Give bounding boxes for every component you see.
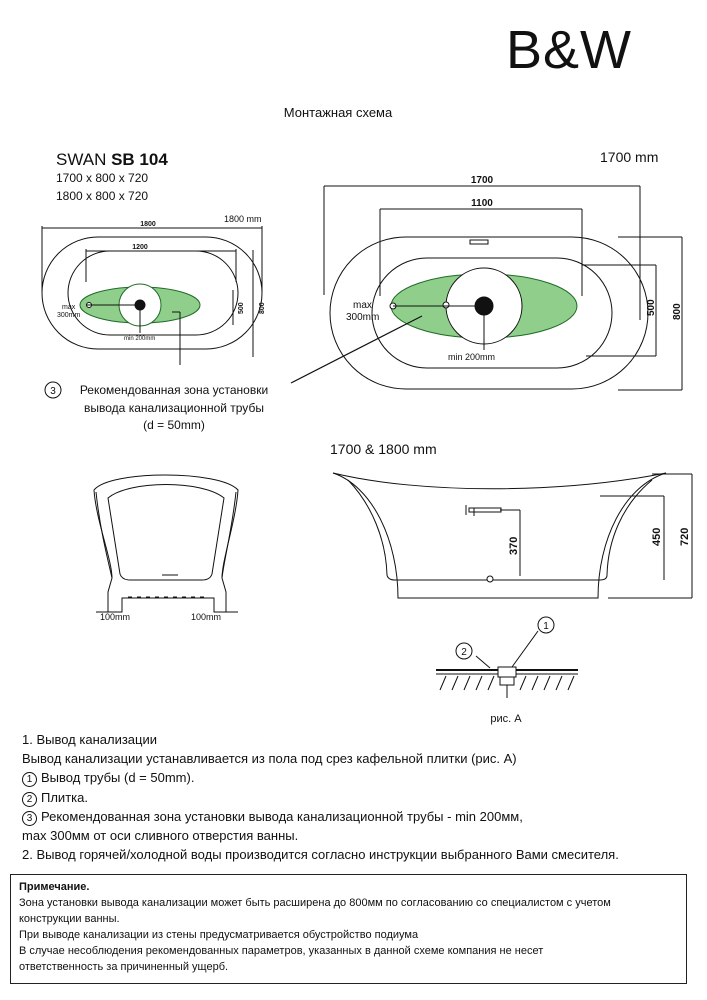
small-dim-800: 800 [259, 302, 266, 314]
large-min-label: min 200mm [448, 352, 495, 362]
callout-line-1: Рекомендованная зона установки [80, 383, 268, 397]
side-view [332, 472, 693, 599]
side-view-caption: 1700 & 1800 mm [330, 441, 437, 457]
model-name: SWAN SB 104 [56, 150, 168, 169]
detail-marker-1: 1 [543, 621, 549, 632]
marker-3-icon: 3 [22, 810, 37, 826]
notes-line-2: 2. Вывод горячей/холодной воды производи… [22, 847, 619, 863]
remark-line-5: ответственность за причиненный ущерб. [19, 961, 229, 973]
marker-2-icon: 2 [22, 791, 37, 807]
model-size-1: 1700 x 800 x 720 [56, 171, 148, 185]
large-dim-800: 800 [672, 303, 683, 320]
callout-leader-line [290, 315, 423, 384]
callout-number: 3 [50, 386, 56, 397]
small-dim-500: 500 [238, 302, 245, 314]
remark-line-1: Зона установки вывода канализации может … [19, 897, 611, 909]
page-title: Монтажная схема [284, 105, 393, 120]
small-plan-view [41, 226, 263, 365]
small-dim-length: 1800 [140, 221, 156, 228]
small-min-label: min 200mm [124, 336, 155, 342]
brand-logo: B&W [506, 20, 632, 80]
end-view [93, 474, 239, 613]
callout-line-3: (d = 50mm) [143, 418, 205, 432]
large-max-value: 300mm [346, 312, 379, 323]
remark-box: Примечание. Зона установки вывода канали… [10, 874, 687, 984]
side-dim-370: 370 [508, 537, 520, 555]
detail-caption: рис. А [490, 713, 522, 725]
large-max-label: max [353, 300, 372, 311]
callout-line-2: вывода канализационной трубы [84, 401, 264, 415]
remark-heading: Примечание. [19, 881, 90, 893]
small-max-value: 300mm [57, 312, 81, 319]
side-dim-720: 720 [679, 528, 691, 546]
end-left-label: 100mm [100, 612, 130, 622]
small-dim-inner: 1200 [132, 244, 148, 251]
end-right-label: 100mm [191, 612, 221, 622]
installation-notes: 1. Вывод канализации Вывод канализации у… [22, 730, 702, 864]
model-size-2: 1800 x 800 x 720 [56, 189, 148, 203]
detail-a [436, 616, 578, 698]
notes-line-cont: max 300мм от оси сливного отверстия ванн… [22, 828, 299, 844]
remark-line-3: При выводе канализации из стены предусма… [19, 929, 419, 941]
large-dim-inner: 1100 [471, 198, 493, 209]
remark-line-4: В случае несоблюдения рекомендованных па… [19, 945, 544, 957]
large-dim-length: 1700 [471, 175, 494, 186]
small-plan-caption: 1800 mm [224, 214, 262, 224]
side-dim-450: 450 [651, 528, 663, 546]
notes-line-1: Вывод канализации устанавливается из пол… [22, 751, 517, 767]
detail-marker-2: 2 [461, 647, 467, 658]
remark-line-2: конструкции ванны. [19, 913, 120, 925]
marker-1-icon: 1 [22, 772, 37, 788]
callout-marker [44, 381, 62, 399]
notes-heading: 1. Вывод канализации [22, 732, 157, 747]
small-max-label: max [62, 304, 76, 311]
large-plan-view [323, 185, 683, 391]
large-dim-500: 500 [646, 299, 657, 316]
large-plan-caption: 1700 mm [600, 149, 658, 165]
